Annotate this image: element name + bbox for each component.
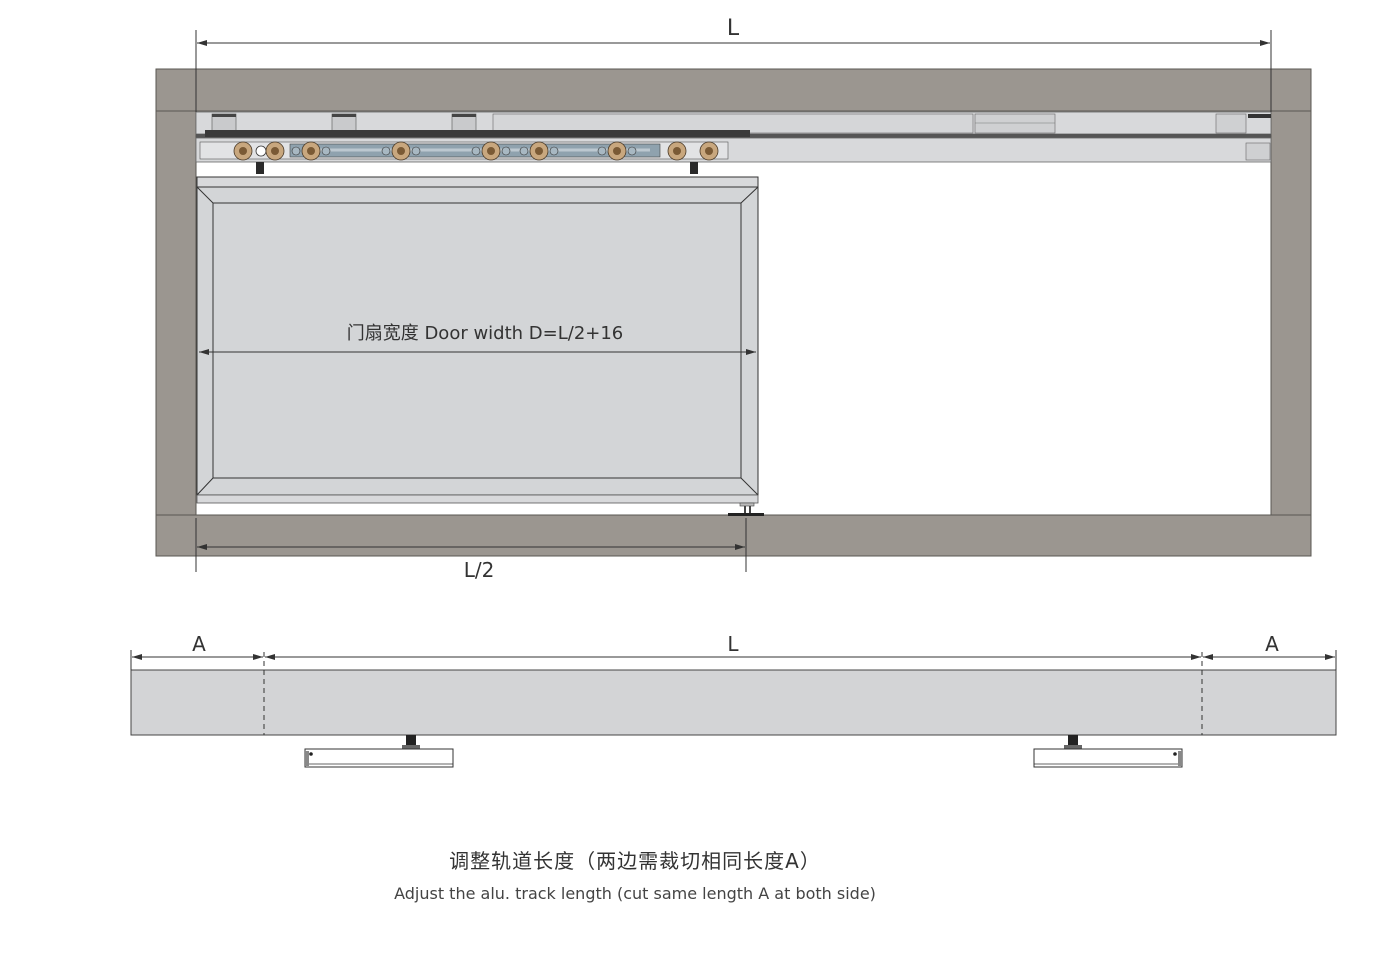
A-right-label: A (1265, 632, 1279, 656)
half-L-label: L/2 (464, 558, 495, 582)
wheel-icon (233, 141, 719, 161)
stopper-right (1033, 735, 1183, 768)
dimension-L-top (195, 30, 1272, 112)
dimension-half-L (195, 518, 747, 572)
door-panel (196, 176, 764, 516)
roller-carriage (199, 141, 729, 174)
door-width-label: 门扇宽度 Door width D=L/2+16 (347, 323, 624, 344)
caption-english: Adjust the alu. track length (cut same l… (394, 884, 876, 903)
L-track-label: L (727, 632, 739, 656)
track-side-view (130, 650, 1337, 736)
A-left-label: A (192, 632, 206, 656)
caption-chinese: 调整轨道长度（两边需裁切相同长度A） (449, 849, 821, 873)
stopper-left (304, 735, 454, 768)
dimension-L-label: L (727, 16, 740, 41)
